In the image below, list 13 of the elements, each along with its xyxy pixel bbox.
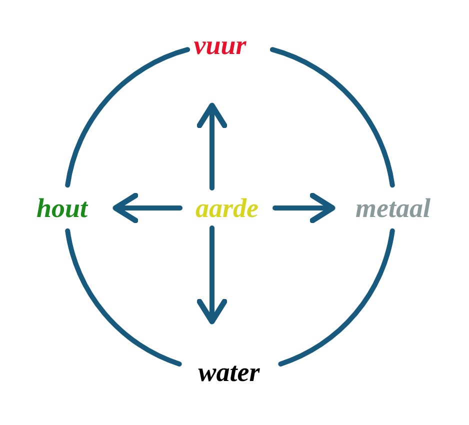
element-label: aarde [183, 192, 271, 224]
arrow [112, 192, 182, 224]
circle-arc [65, 47, 190, 188]
element-label: hout [26, 192, 98, 224]
circle-arc [65, 228, 182, 366]
element-label: water [185, 356, 273, 388]
element-label: metaal [341, 192, 445, 224]
circle-arc [270, 47, 395, 188]
element-label: vuur [182, 29, 258, 61]
arrow [196, 226, 228, 324]
arrow [196, 102, 228, 190]
arrow [272, 192, 336, 224]
circle-arc [278, 228, 395, 366]
